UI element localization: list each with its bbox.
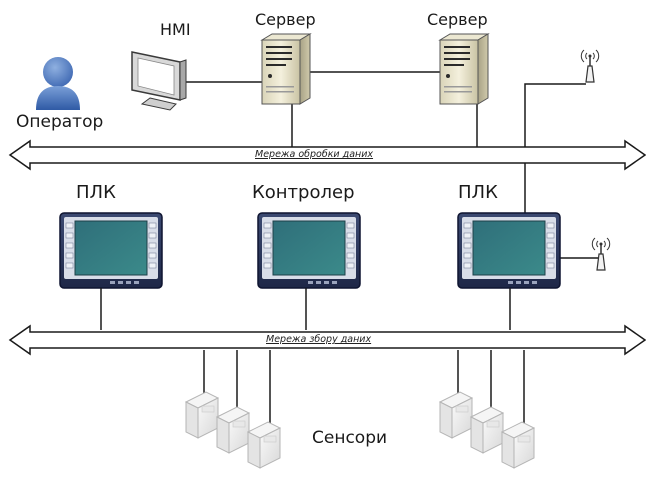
collection-network-label: Мережа збору даних <box>266 334 372 345</box>
sensor-icon <box>185 391 219 439</box>
server-left-icon <box>261 33 311 105</box>
server-left-label: Сервер <box>255 10 316 29</box>
antenna-plc-icon <box>591 237 611 271</box>
sensor-icon <box>216 406 250 454</box>
wireless-uplink <box>524 83 586 215</box>
sensor-icon <box>501 421 535 469</box>
plc-right-panel <box>457 212 561 289</box>
monitor-icon <box>131 51 187 111</box>
antenna-top-icon <box>580 49 600 83</box>
sensor-icon <box>470 406 504 454</box>
controller-panel <box>257 212 361 289</box>
controller-label: Контролер <box>252 182 355 203</box>
sensor-icon <box>439 391 473 439</box>
hmi-label: HMI <box>160 20 191 39</box>
plc-right-label: ПЛК <box>458 182 498 203</box>
operator-label: Оператор <box>16 112 104 132</box>
operator-icon <box>36 57 80 110</box>
sensor-icon <box>247 421 281 469</box>
server-right-icon <box>439 33 489 105</box>
processing-network-label: Мережа обробки даних <box>255 149 374 160</box>
plc-left-label: ПЛК <box>76 182 116 203</box>
server-right-label: Сервер <box>427 10 488 29</box>
sensors-label: Сенсори <box>312 428 388 448</box>
plc-left-panel <box>59 212 163 289</box>
processing-network-bus <box>8 139 646 171</box>
collection-network-bus <box>8 324 646 356</box>
